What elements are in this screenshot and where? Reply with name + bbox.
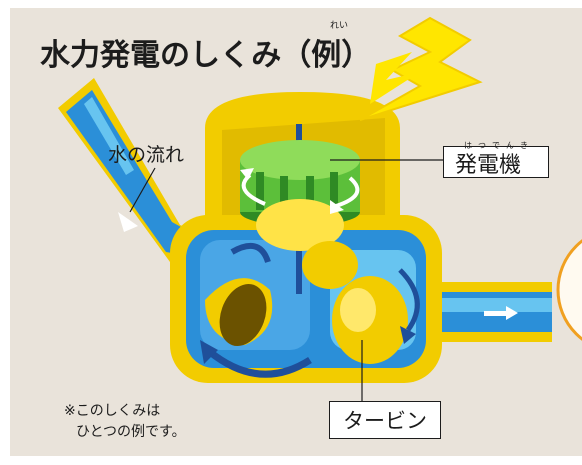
- orange-badge-partial: [556, 239, 582, 341]
- title-ruby: れい: [330, 21, 349, 31]
- water-flow-label: 水の流れ: [108, 144, 185, 166]
- turbine-label: タービン: [329, 401, 441, 439]
- outlet-pipe: [412, 282, 552, 342]
- note-line-2: ひとつの例です。: [76, 424, 186, 440]
- generator-label: 発電機: [455, 153, 522, 178]
- inlet-pipe: [58, 78, 228, 270]
- turbine-blades: [205, 199, 408, 364]
- flow-arrows: [118, 212, 518, 320]
- generator-label-ruby: はつでんき: [464, 141, 534, 150]
- leader-lines: [129, 159, 443, 401]
- lightning-icon: [359, 16, 483, 121]
- note-line-1: ※このしくみは: [64, 403, 161, 419]
- generator-label-box: [443, 146, 549, 178]
- page-title: 水力発電のしくみ（例）: [40, 38, 372, 73]
- rotation-arrows: [200, 168, 420, 378]
